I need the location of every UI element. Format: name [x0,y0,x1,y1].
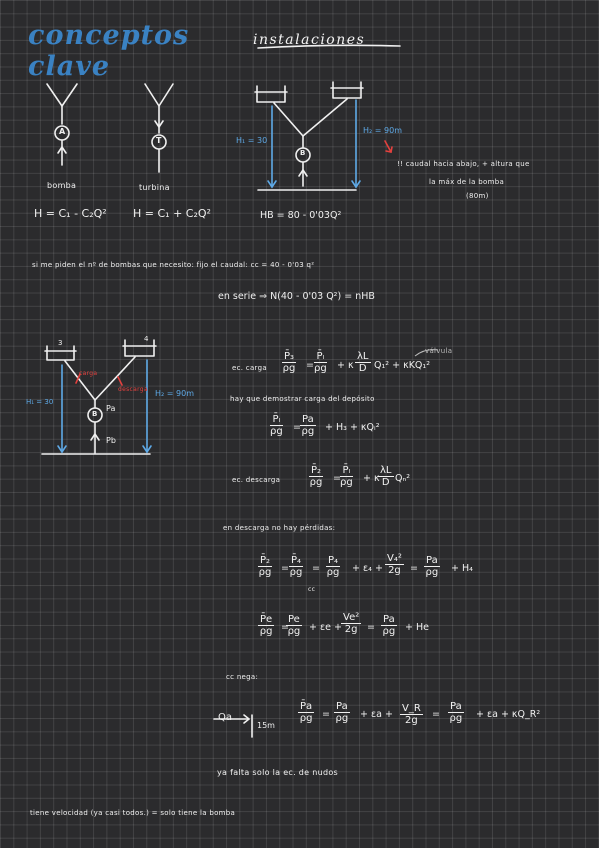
top-h1-label: H₁ = 30 [236,136,268,145]
turbine-equation: H = C₁ + C₂Q² [133,207,211,220]
pump-symbol-letter: A [59,127,66,136]
n-bombas-line: si me piden el nº de bombas que necesito… [32,261,315,269]
tank-right-label: 4 [144,335,149,343]
carga-label: carga [79,370,98,377]
pump-label: bomba [47,181,77,190]
turbine-symbol-letter: T [156,136,162,145]
page-subtitle: instalaciones [253,32,366,48]
top-pump-letter: B [300,149,306,157]
plus-sign-2: + κ [363,473,380,484]
demostrar-text: hay que demostrar carga del depósito [230,395,375,403]
top-h2-label: H₂ = 90m [363,126,402,135]
cc-nega-text: cc nega: [226,673,259,681]
eq-sign-3: = [333,473,341,484]
eq-sign-8: = [367,622,375,633]
descarga-label: descarga [118,386,148,393]
eq-sign-6: = [410,563,418,574]
eq-sign-5: = [312,563,320,574]
np2-mid: + εe + [309,622,342,633]
no-perdidas-text: en descarga no hay pérdidas: [223,524,336,532]
hb-equation: HB = 80 - 0'03Q² [260,210,342,221]
pump-symbol-icon [46,83,78,166]
carga-eq-label: ec. carga [232,364,267,372]
note-line-3: (80m) [466,192,489,200]
title-underline [257,44,401,49]
mid-h1-label: H₁ = 30 [26,398,54,406]
plus-sign: + κ [337,360,354,371]
dist-label: 15m [257,721,275,730]
mid-system-diagram [41,339,157,455]
ya-falta-text: ya falta solo la ec. de nudos [217,768,339,777]
np-tail: + H₄ [451,563,473,574]
valvula-label: válvula [425,347,453,355]
nega-mid: + εa + [360,709,393,720]
pump-equation: H = C₁ - C₂Q² [34,207,107,220]
qa-label: Qa [218,712,232,723]
descarga-eq-label: ec. descarga [232,476,281,484]
note-line-2: la máx de la bomba [429,178,505,186]
pb-label: Pb [106,436,116,445]
turbine-label: turbina [139,183,170,192]
carga-tail: Q₁² + κKQ₁² [374,360,431,371]
eq-sign: = [306,360,314,371]
np-mid: + ε₄ + [352,563,383,574]
mid-pump-letter: B [92,410,98,418]
eq-sign-9: = [322,709,330,720]
qa-arrow [213,714,253,738]
np2-tail: + He [405,622,429,633]
turbine-symbol-icon [144,83,174,173]
desc-tail: Qₙ² [395,473,411,484]
nega-tail: + εa + κQ_R² [476,709,541,720]
mid-h2-label: H₂ = 90m [155,389,194,398]
eq-sign-2: = [293,422,301,433]
cc-label: cc [308,586,316,593]
dem-tail: + H₃ + κQᵢ² [325,422,380,433]
eq-sign-7: = [281,622,289,633]
pa-label: Pa [106,404,116,413]
eq-sign-10: = [432,709,440,720]
page-title: conceptos clave [28,20,190,82]
eq-sign-4: = [281,563,289,574]
tank-left-label: 3 [58,339,63,347]
top-system-diagram [254,81,364,191]
final-text: tiene velocidad (ya casi todos.) = solo … [30,809,236,817]
serie-equation: en serie ⇒ N(40 - 0'03 Q²) = nHB [218,291,375,302]
note-line-1: !! caudal hacia abajo, + altura que [397,160,530,168]
